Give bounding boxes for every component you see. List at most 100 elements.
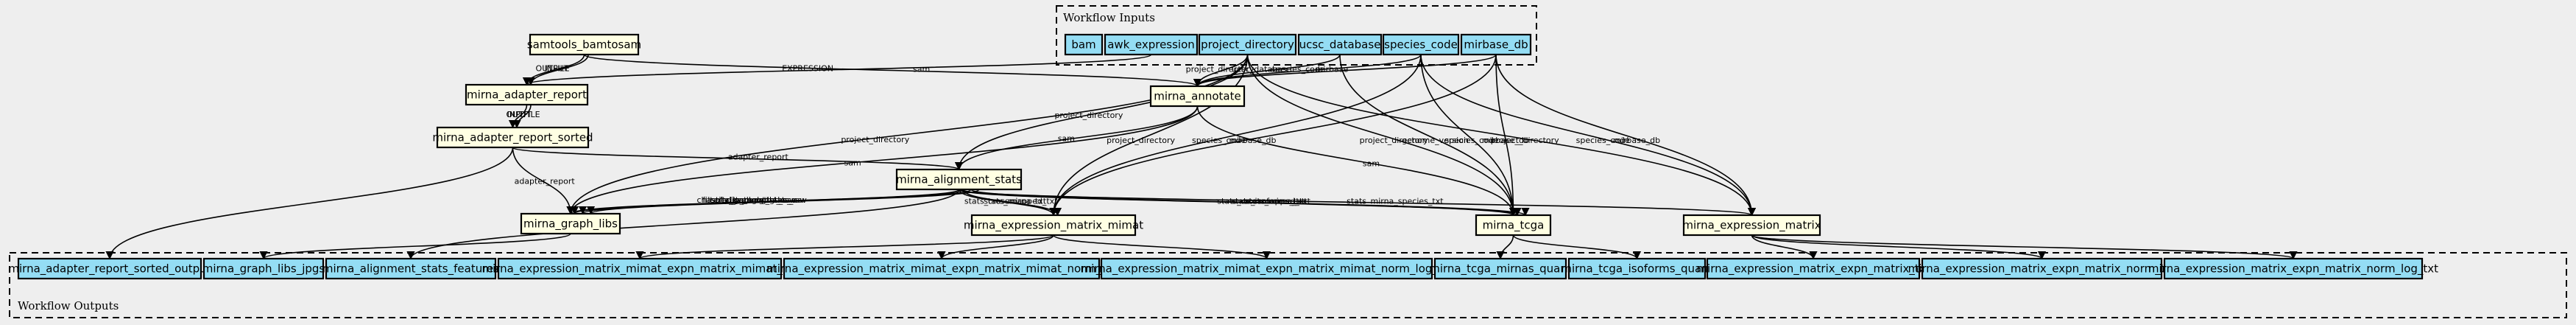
node-label: mirna_tcga_isoforms_quant bbox=[1561, 262, 1712, 276]
node-label: mirna_expression_matrix_expn_matrix_norm… bbox=[1908, 262, 2176, 276]
step-node-mirna-expression-matrix[interactable]: mirna_expression_matrix bbox=[1682, 214, 1821, 237]
node-box bbox=[1460, 33, 1532, 56]
input-node-ucsc-database[interactable]: ucsc_database bbox=[1297, 33, 1383, 56]
output-node-out-mimat-norm-log[interactable]: mirna_expression_matrix_mimat_expn_matri… bbox=[1080, 257, 1453, 280]
node-box bbox=[1064, 33, 1104, 56]
edge-mirna-alignment-stats-to-mirna-graph-libs: alignment_stats_csv bbox=[587, 189, 980, 215]
edge-label: INPUT bbox=[545, 64, 569, 74]
edge-label: filtered_taglengths_csv bbox=[702, 195, 797, 205]
edge-line bbox=[566, 105, 1199, 215]
node-label: mirna_expression_matrix_mimat_expn_matri… bbox=[1080, 262, 1453, 276]
edge-mirna-annotate-to-mirna-graph-libs: sam bbox=[566, 105, 1199, 215]
edge-line bbox=[1495, 54, 1757, 217]
output-node-out-tcga-mirnas[interactable]: mirna_tcga_mirnas_quant bbox=[1429, 257, 1572, 280]
edge-mirna-tcga-to-out-tcga-isoforms bbox=[1512, 234, 1641, 260]
edge-line bbox=[635, 234, 1054, 260]
edge-label: project_directory bbox=[1491, 136, 1559, 145]
edge-project-directory-to-mirna-expression-matrix-mimat: project_directory bbox=[1049, 54, 1249, 217]
node-box bbox=[783, 257, 1101, 280]
edge-line bbox=[1751, 234, 2046, 260]
edge-awk-expression-to-mirna-adapter-report: EXPRESSION bbox=[523, 54, 1152, 86]
output-node-out-mimat-txt[interactable]: mirna_expression_matrix_mimat_expn_matri… bbox=[481, 257, 798, 280]
edge-mirna-adapter-report-to-mirna-adapter-report-sorted: OUTFILE bbox=[507, 104, 540, 129]
edge-label: OUTFILE bbox=[507, 110, 540, 119]
node-box bbox=[1198, 33, 1297, 56]
edge-mirna-expression-matrix-to-out-matrix-norm-log bbox=[1751, 234, 2298, 260]
node-box bbox=[1297, 33, 1383, 56]
step-node-mirna-graph-libs[interactable]: mirna_graph_libs bbox=[520, 212, 621, 235]
edge-mirna-expression-matrix-mimat-to-out-mimat-txt bbox=[635, 234, 1054, 260]
output-node-out-graph-libs[interactable]: mirna_graph_libs_jpgs bbox=[202, 257, 325, 280]
node-label: ucsc_database bbox=[1299, 38, 1381, 52]
output-node-out-mimat-norm[interactable]: mirna_expression_matrix_mimat_expn_matri… bbox=[766, 257, 1117, 280]
edge-line bbox=[259, 233, 571, 260]
node-label: mirna_tcga bbox=[1483, 219, 1545, 233]
node-label: mirna_adapter_report_sorted_output bbox=[8, 262, 211, 276]
node-box bbox=[465, 83, 589, 106]
edge-line bbox=[512, 147, 575, 215]
step-node-mirna-tcga[interactable]: mirna_tcga bbox=[1475, 214, 1552, 237]
output-node-out-alignment-stats[interactable]: mirna_alignment_stats_features bbox=[322, 257, 499, 280]
edge-mirna-annotate-to-mirna-alignment-stats: sam bbox=[954, 105, 1199, 171]
node-box bbox=[529, 33, 640, 56]
input-node-project-directory[interactable]: project_directory bbox=[1198, 33, 1297, 56]
edge-line bbox=[583, 54, 1201, 88]
step-node-mirna-adapter-report[interactable]: mirna_adapter_report bbox=[465, 83, 589, 106]
edge-mirna-annotate-to-mirna-tcga: sam bbox=[1196, 105, 1518, 217]
step-node-samtools-bamtosam[interactable]: samtools_bamtosam bbox=[527, 33, 641, 56]
node-label: awk_expression bbox=[1107, 38, 1195, 52]
node-label: mirna_expression_matrix_mimat bbox=[964, 219, 1143, 233]
step-node-mirna-annotate[interactable]: mirna_annotate bbox=[1149, 85, 1246, 108]
edge-line bbox=[1049, 54, 1249, 217]
edge-label: mirbase bbox=[1316, 65, 1349, 74]
workflow-outputs-label: Workflow Outputs bbox=[18, 299, 119, 312]
edge-mirna-adapter-report-sorted-to-mirna-graph-libs: adapter_report bbox=[512, 147, 576, 215]
edge-species-code-to-mirna-tcga: species_code bbox=[1420, 54, 1518, 217]
edge-label: sam bbox=[1363, 158, 1380, 168]
edge-label: adapter_report bbox=[515, 177, 576, 186]
edge-species-code-to-mirna-expression-matrix-mimat: species_code bbox=[1049, 54, 1422, 217]
edge-line bbox=[1751, 234, 2298, 260]
edge-line bbox=[1512, 234, 1641, 260]
edge-line bbox=[1049, 54, 1422, 217]
edge-line bbox=[512, 147, 963, 171]
input-node-species-code[interactable]: species_code bbox=[1382, 33, 1460, 56]
edge-line bbox=[937, 234, 1054, 260]
edge-line bbox=[1053, 234, 1271, 260]
edge-line bbox=[1246, 54, 1518, 217]
input-node-mirbase-db[interactable]: mirbase_db bbox=[1460, 33, 1532, 56]
output-node-out-matrix-txt[interactable]: mirna_expression_matrix_expn_matrix_txt bbox=[1696, 257, 1930, 280]
input-node-awk-expression[interactable]: awk_expression bbox=[1104, 33, 1199, 56]
edge-line bbox=[1246, 54, 1757, 217]
node-label: mirna_expression_matrix_mimat_expn_matri… bbox=[766, 262, 1117, 276]
edge-line bbox=[1496, 234, 1514, 260]
node-box bbox=[1382, 33, 1460, 56]
workflow-inputs-cluster bbox=[1056, 5, 1537, 66]
edge-label: sam bbox=[844, 158, 861, 167]
step-node-mirna-alignment-stats[interactable]: mirna_alignment_stats bbox=[895, 168, 1023, 191]
edge-label: mirbase_db bbox=[1613, 136, 1660, 145]
node-box bbox=[17, 257, 202, 280]
step-node-mirna-adapter-report-sorted[interactable]: mirna_adapter_report_sorted bbox=[432, 126, 593, 149]
edge-line bbox=[954, 54, 1249, 171]
edge-label: ucsc_database bbox=[1232, 65, 1292, 74]
node-label: mirna_graph_libs bbox=[523, 217, 618, 231]
edge-line bbox=[958, 189, 1756, 217]
step-node-mirna-expression-matrix-mimat[interactable]: mirna_expression_matrix_mimat bbox=[964, 214, 1143, 237]
edge-label: adapter_report bbox=[728, 153, 789, 162]
node-label: mirbase_db bbox=[1464, 38, 1528, 52]
node-label: project_directory bbox=[1201, 38, 1294, 52]
edge-project-directory-to-mirna-expression-matrix: project_directory bbox=[1246, 54, 1757, 217]
node-box bbox=[1567, 257, 1707, 280]
input-node-bam[interactable]: bam bbox=[1064, 33, 1104, 56]
edge-samtools-bamtosam-to-mirna-annotate: sam bbox=[583, 54, 1201, 88]
edge-line bbox=[1193, 54, 1341, 88]
output-node-out-adapter-report-sorted[interactable]: mirna_adapter_report_sorted_output bbox=[8, 257, 211, 280]
output-node-out-matrix-norm-log[interactable]: mirna_expression_matrix_expn_matrix_norm… bbox=[2148, 257, 2438, 280]
edge-mirna-expression-matrix-to-out-matrix-norm bbox=[1751, 234, 2046, 260]
edge-line bbox=[1049, 54, 1497, 217]
output-node-out-matrix-norm[interactable]: mirna_expression_matrix_expn_matrix_norm… bbox=[1908, 257, 2176, 280]
output-node-out-tcga-isoforms[interactable]: mirna_tcga_isoforms_quant bbox=[1561, 257, 1713, 280]
edge-line bbox=[587, 189, 980, 215]
node-box bbox=[2163, 257, 2424, 280]
